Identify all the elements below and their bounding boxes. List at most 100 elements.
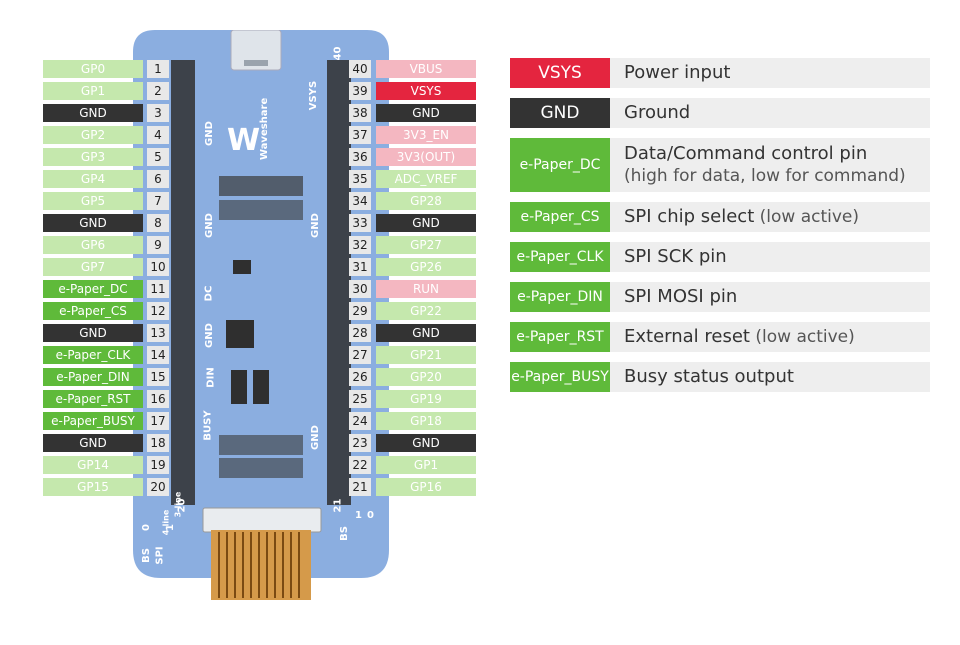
right-pin-number-24: 24	[349, 412, 371, 430]
bs-label: BS	[140, 548, 152, 563]
silk-right-3: GND	[309, 425, 321, 450]
left-pin-label-1: GP0	[43, 60, 143, 78]
left-pin-number-14: 14	[147, 346, 169, 364]
right-pin-number-36: 36	[349, 148, 371, 166]
right-pin-number-29: 29	[349, 302, 371, 320]
left-pin-number-6: 6	[147, 170, 169, 188]
right-pin-number-27: 27	[349, 346, 371, 364]
legend-description-note: (high for data, low for command)	[624, 166, 906, 186]
legend-description-main: SPI MOSI pin	[624, 286, 738, 307]
legend-row: GND Ground	[510, 98, 930, 128]
left-pin-label-12: e-Paper_CS	[43, 302, 143, 320]
right-pin-label-23: GND	[376, 434, 476, 452]
right-pin-number-37: 37	[349, 126, 371, 144]
left-pin-label-7: GP5	[43, 192, 143, 210]
bs-1-label: 1	[164, 524, 176, 531]
silk-left-1: GND	[203, 121, 215, 146]
left-pin-label-13: GND	[43, 324, 143, 342]
right-pin-number-28: 28	[349, 324, 371, 342]
legend-description: Busy status output	[624, 362, 794, 392]
legend-description-main: SPI chip select	[624, 206, 755, 227]
right-pin-number-22: 22	[349, 456, 371, 474]
left-pin-label-11: e-Paper_DC	[43, 280, 143, 298]
legend-key: GND	[510, 98, 610, 128]
silk-top-num: 40	[332, 46, 344, 61]
pcb-board: W Waveshare GND GND DC GND DIN BUSY VSYS…	[131, 29, 391, 605]
left-pin-label-17: e-Paper_BUSY	[43, 412, 143, 430]
left-pin-number-11: 11	[147, 280, 169, 298]
left-pin-number-9: 9	[147, 236, 169, 254]
legend-description-main: External reset	[624, 326, 750, 347]
right-pin-label-32: GP27	[376, 236, 476, 254]
right-pin-label-39: VSYS	[376, 82, 476, 100]
right-pin-label-26: GP20	[376, 368, 476, 386]
right-pin-number-40: 40	[349, 60, 371, 78]
left-pin-number-7: 7	[147, 192, 169, 210]
right-pin-label-21: GP16	[376, 478, 476, 496]
right-pin-number-39: 39	[349, 82, 371, 100]
silk-brand: Waveshare	[259, 97, 270, 160]
legend-description: SPI chip select (low active)	[624, 202, 859, 232]
four-line-label: 4-line	[161, 509, 171, 536]
legend-description: SPI SCK pin	[624, 242, 727, 272]
left-pin-label-18: GND	[43, 434, 143, 452]
left-pin-number-13: 13	[147, 324, 169, 342]
left-pin-number-15: 15	[147, 368, 169, 386]
right-pin-label-38: GND	[376, 104, 476, 122]
legend-key: e-Paper_BUSY	[510, 362, 610, 392]
right-pin-number-23: 23	[349, 434, 371, 452]
right-pin-number-21: 21	[349, 478, 371, 496]
legend-row: e-Paper_DIN SPI MOSI pin	[510, 282, 930, 312]
three-line-label: 3-line	[173, 491, 183, 518]
bs-right-label: BS	[338, 526, 350, 541]
legend-key: e-Paper_DIN	[510, 282, 610, 312]
silk-left-4: GND	[203, 323, 215, 348]
right-pin-number-34: 34	[349, 192, 371, 210]
legend-description-main: Data/Command control pin	[624, 143, 868, 164]
right-pin-label-33: GND	[376, 214, 476, 232]
right-pin-label-34: GP28	[376, 192, 476, 210]
left-pin-label-10: GP7	[43, 258, 143, 276]
right-pin-label-30: RUN	[376, 280, 476, 298]
legend-description-main: Ground	[624, 102, 691, 123]
left-pin-number-19: 19	[147, 456, 169, 474]
left-pin-number-20: 20	[147, 478, 169, 496]
left-pin-number-17: 17	[147, 412, 169, 430]
left-pin-label-8: GND	[43, 214, 143, 232]
left-pin-number-16: 16	[147, 390, 169, 408]
board-outline: W	[133, 29, 389, 600]
left-pin-number-8: 8	[147, 214, 169, 232]
left-pin-number-5: 5	[147, 148, 169, 166]
right-pin-number-31: 31	[349, 258, 371, 276]
left-pin-label-16: e-Paper_RST	[43, 390, 143, 408]
legend-description-note: (low active)	[750, 327, 855, 347]
silk-left-3: DC	[203, 285, 215, 302]
right-pin-label-27: GP21	[376, 346, 476, 364]
left-pin-number-18: 18	[147, 434, 169, 452]
left-pin-label-4: GP2	[43, 126, 143, 144]
legend-description-note: (low active)	[754, 207, 860, 227]
right-pin-label-37: 3V3_EN	[376, 126, 476, 144]
silk-right-1: VSYS	[308, 80, 320, 111]
right-pin-label-35: ADC_VREF	[376, 170, 476, 188]
right-pin-label-31: GP26	[376, 258, 476, 276]
silk-left-6: BUSY	[202, 410, 214, 441]
legend-description: Power input	[624, 58, 730, 88]
silk-right-2: GND	[309, 213, 321, 238]
silk-left-2: GND	[203, 213, 215, 238]
right-pin-number-33: 33	[349, 214, 371, 232]
legend-description-main: Power input	[624, 62, 731, 83]
left-pin-number-3: 3	[147, 104, 169, 122]
right-pin-number-35: 35	[349, 170, 371, 188]
right-pin-number-38: 38	[349, 104, 371, 122]
left-pin-number-1: 1	[147, 60, 169, 78]
legend-description: SPI MOSI pin	[624, 282, 737, 312]
legend-description-main: Busy status output	[624, 366, 794, 387]
right-pin-label-29: GP22	[376, 302, 476, 320]
spi-label: SPI	[154, 546, 166, 565]
legend-key: e-Paper_RST	[510, 322, 610, 352]
svg-text:W: W	[227, 123, 260, 158]
